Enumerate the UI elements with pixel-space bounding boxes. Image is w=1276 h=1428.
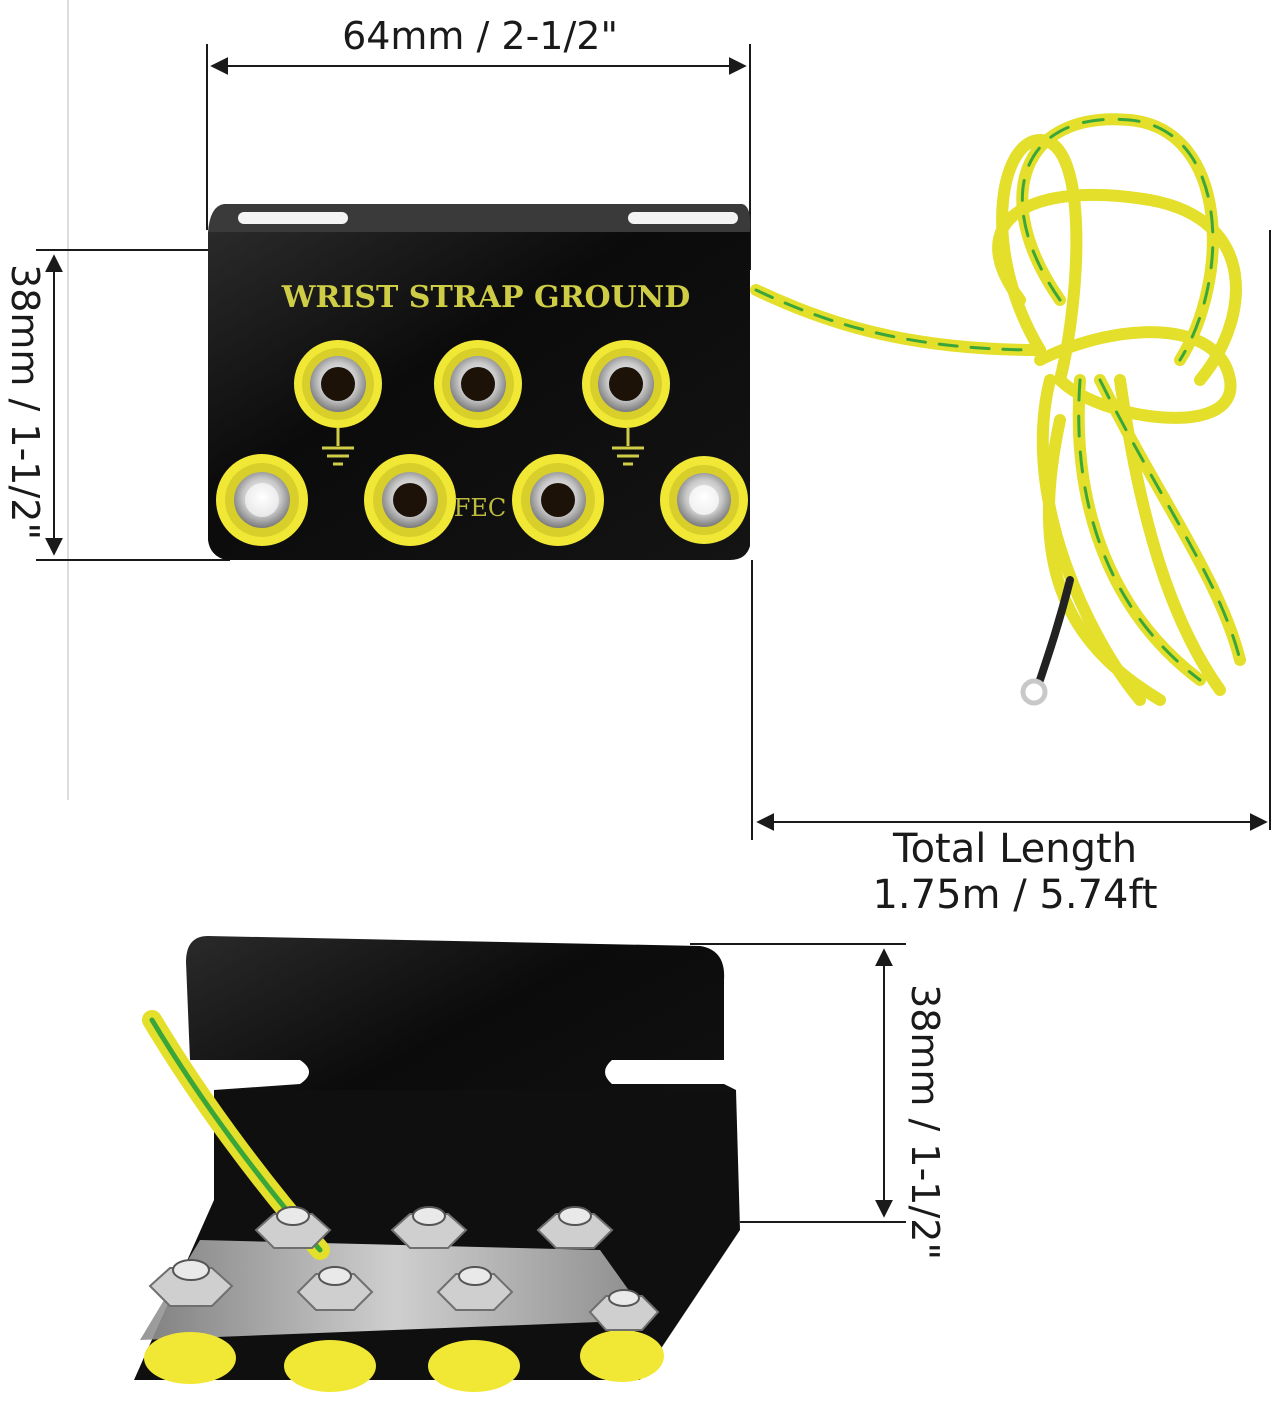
ground-symbol-icon: [612, 428, 644, 466]
total-length-label: Total Length: [892, 826, 1138, 872]
height-dimension-label-left: 38mm / 1-1/2": [3, 264, 47, 540]
socket: [582, 340, 670, 428]
foot: [144, 1330, 664, 1392]
stud-nuts: [144, 1206, 664, 1392]
ring-terminal-icon: [1020, 678, 1048, 706]
width-dimension-label: 64mm / 2-1/2": [342, 14, 618, 58]
ground-symbol-icon: [322, 428, 354, 466]
brand-print-partial: FEC: [453, 494, 507, 522]
height-dimension-label-right: 38mm / 1-1/2": [903, 984, 947, 1260]
total-length-value: 1.75m / 5.74ft: [872, 872, 1158, 918]
dimension-lines-bottom: [690, 943, 906, 1223]
dimension-lines-top: [36, 0, 1271, 840]
socket-row-top: [294, 340, 670, 428]
socket: [512, 454, 604, 546]
product-print-label: WRIST STRAP GROUND: [281, 280, 691, 315]
socket: [364, 454, 456, 546]
socket-row-bottom: [216, 454, 748, 546]
socket: [216, 454, 308, 546]
socket: [294, 340, 382, 428]
ground-wire-coil: [750, 113, 1246, 706]
socket: [434, 340, 522, 428]
socket: [660, 456, 748, 544]
